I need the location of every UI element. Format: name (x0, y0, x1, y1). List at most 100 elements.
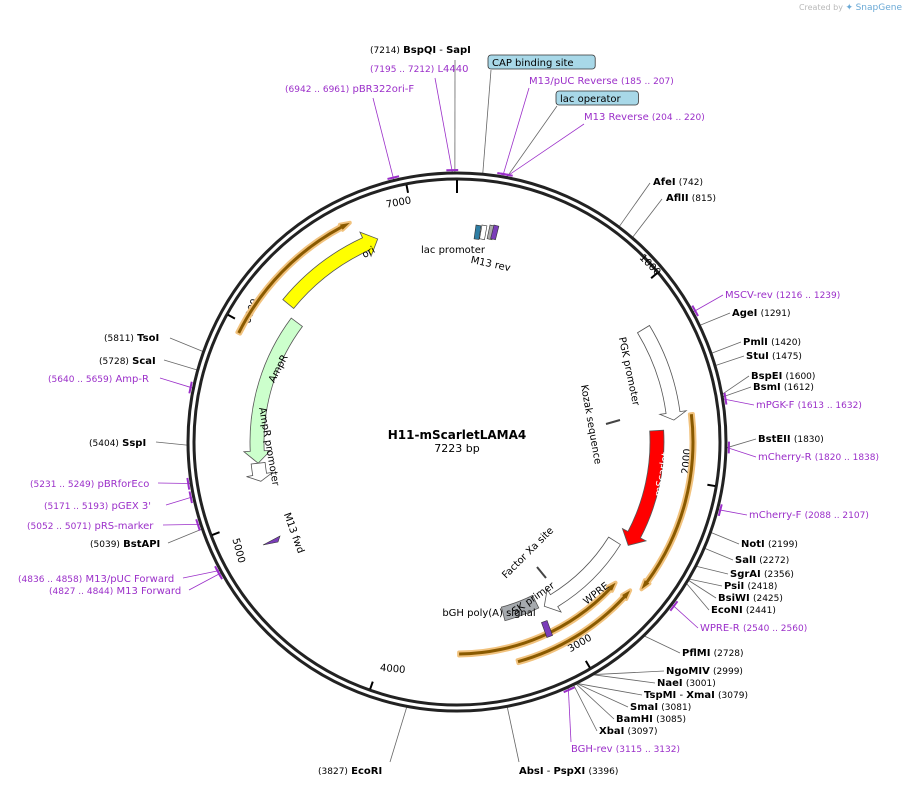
tick-mark (707, 483, 716, 488)
site-label-sali: SalI (2272) (735, 555, 789, 566)
tick-label: 7000 (385, 195, 412, 210)
site-position: (1820 .. 1838) (815, 453, 879, 463)
site-position: (3081) (661, 703, 691, 713)
site-position: (2728) (714, 649, 744, 659)
site-name: WPRE-R (700, 623, 740, 634)
site-position: (1612) (784, 383, 814, 393)
label-kozak: Kozak sequence (578, 384, 603, 465)
snapgene-logo: ✦ (845, 3, 854, 13)
site-label-econi: EcoNI (2441) (711, 605, 776, 616)
site-label-mcherry-f: mCherry-F (2088 .. 2107) (749, 510, 869, 521)
leader-line (182, 570, 220, 579)
boxed-label-cap: CAP binding site (492, 58, 574, 69)
site-position: (3001) (686, 679, 716, 689)
feature-label-bgh: bGH poly(A) signal (442, 608, 535, 619)
site-label-afei: AfeI (742) (653, 177, 703, 188)
site-label-scai: (5728) ScaI (99, 356, 156, 367)
feature-pgk-promoter (636, 324, 688, 421)
site-name: SspI (122, 438, 146, 449)
leader-line (700, 312, 731, 326)
feature-wpre (543, 536, 622, 613)
site-position: (5171 .. 5193) (44, 502, 108, 512)
site-position: (2999) (713, 667, 743, 677)
site-name: mPGK-F (756, 400, 795, 411)
site-name: M13 Reverse (584, 112, 649, 123)
site-position: (4827 .. 4844) (49, 587, 113, 597)
site-name: BsiWI (718, 593, 750, 604)
site-label-m13-reverse: M13 Reverse (204 .. 220) (584, 112, 705, 123)
orf-arrow (235, 220, 352, 336)
site-name: EcoNI (711, 605, 743, 616)
leader-line (163, 359, 197, 371)
plasmid-length: 7223 bp (434, 442, 479, 455)
site-position: (185 .. 207) (621, 77, 674, 87)
site-label-smai: SmaI (3081) (630, 702, 691, 713)
site-position: (7195 .. 7212) (370, 65, 434, 75)
primer-site-mark (500, 172, 513, 177)
site-name: ScaI (132, 356, 156, 367)
site-separator: - (544, 766, 554, 777)
site-position: (3085) (656, 715, 686, 725)
site-position: (5728) (99, 357, 129, 367)
site-position: (4836 .. 4858) (18, 575, 82, 585)
leader-line (482, 69, 492, 174)
site-label-ngomiv: NgoMIV (2999) (666, 666, 743, 677)
tick-mark (369, 681, 374, 690)
site-name: BamHI (616, 714, 653, 725)
leader-line (155, 441, 188, 446)
snapgene-credit: Created by ✦ SnapGene (799, 3, 902, 13)
leader-lines (155, 59, 757, 763)
primer-site-mark (186, 477, 191, 490)
site-label-psii: PsiI (2418) (724, 581, 777, 592)
orf-arrows (235, 220, 697, 666)
site-label-noti: NotI (2199) (741, 539, 798, 550)
sk-primer-mark (541, 620, 553, 638)
label-lac-promoter: lac promoter (421, 245, 486, 256)
site-position: (1216 .. 1239) (776, 291, 840, 301)
orf-arrow (457, 580, 618, 658)
leader-line (577, 683, 643, 696)
site-position: (2540 .. 2560) (743, 624, 807, 634)
site-label-pbr322ori: (6942 .. 6961) pBR322ori-F (285, 84, 414, 95)
leader-line (167, 528, 202, 544)
site-position: (742) (679, 178, 703, 188)
orf-arrow (515, 588, 633, 666)
leader-line (573, 685, 598, 732)
site-name: NaeI (657, 678, 683, 689)
site-position: (1420) (771, 338, 801, 348)
leader-line (715, 355, 745, 366)
tick-mark (405, 184, 410, 193)
leader-line (502, 87, 530, 177)
leader-line (159, 377, 193, 389)
site-name-2: PspXI (554, 766, 586, 777)
leader-line (506, 123, 585, 177)
site-position: (3079) (718, 691, 748, 701)
site-separator: - (676, 690, 686, 701)
site-name: EcoRI (351, 766, 382, 777)
site-label-xbai: XbaI (3097) (599, 726, 657, 737)
leader-line (726, 438, 757, 449)
label-m13-fwd: M13 fwd (281, 511, 306, 555)
site-name: M13/pUC Forward (85, 574, 174, 585)
site-position: (5039) (90, 540, 120, 550)
site-position: (2418) (747, 582, 777, 592)
primer-site-mark (195, 518, 201, 531)
site-label-ecori: (3827) EcoRI (318, 766, 382, 777)
site-name: TsoI (137, 333, 159, 344)
site-position: (2088 .. 2107) (805, 511, 869, 521)
site-label-m13-forward: (4827 .. 4844) M13 Forward (49, 586, 181, 597)
site-label-pbrforeco: (5231 .. 5249) pBRforEco (30, 479, 149, 490)
leader-line (689, 578, 723, 587)
leader-line (165, 496, 193, 506)
site-name: PsiI (724, 581, 744, 592)
site-name-2: XmaI (686, 690, 715, 701)
site-position: (2425) (753, 594, 783, 604)
m13-fwd-mark (262, 535, 281, 546)
tick-mark (584, 660, 591, 669)
leader-line (389, 707, 408, 763)
site-name: BspEI (751, 371, 782, 382)
site-name: M13 Forward (116, 586, 181, 597)
small-feature-mark (490, 224, 500, 241)
site-name-2: SapI (446, 45, 471, 56)
